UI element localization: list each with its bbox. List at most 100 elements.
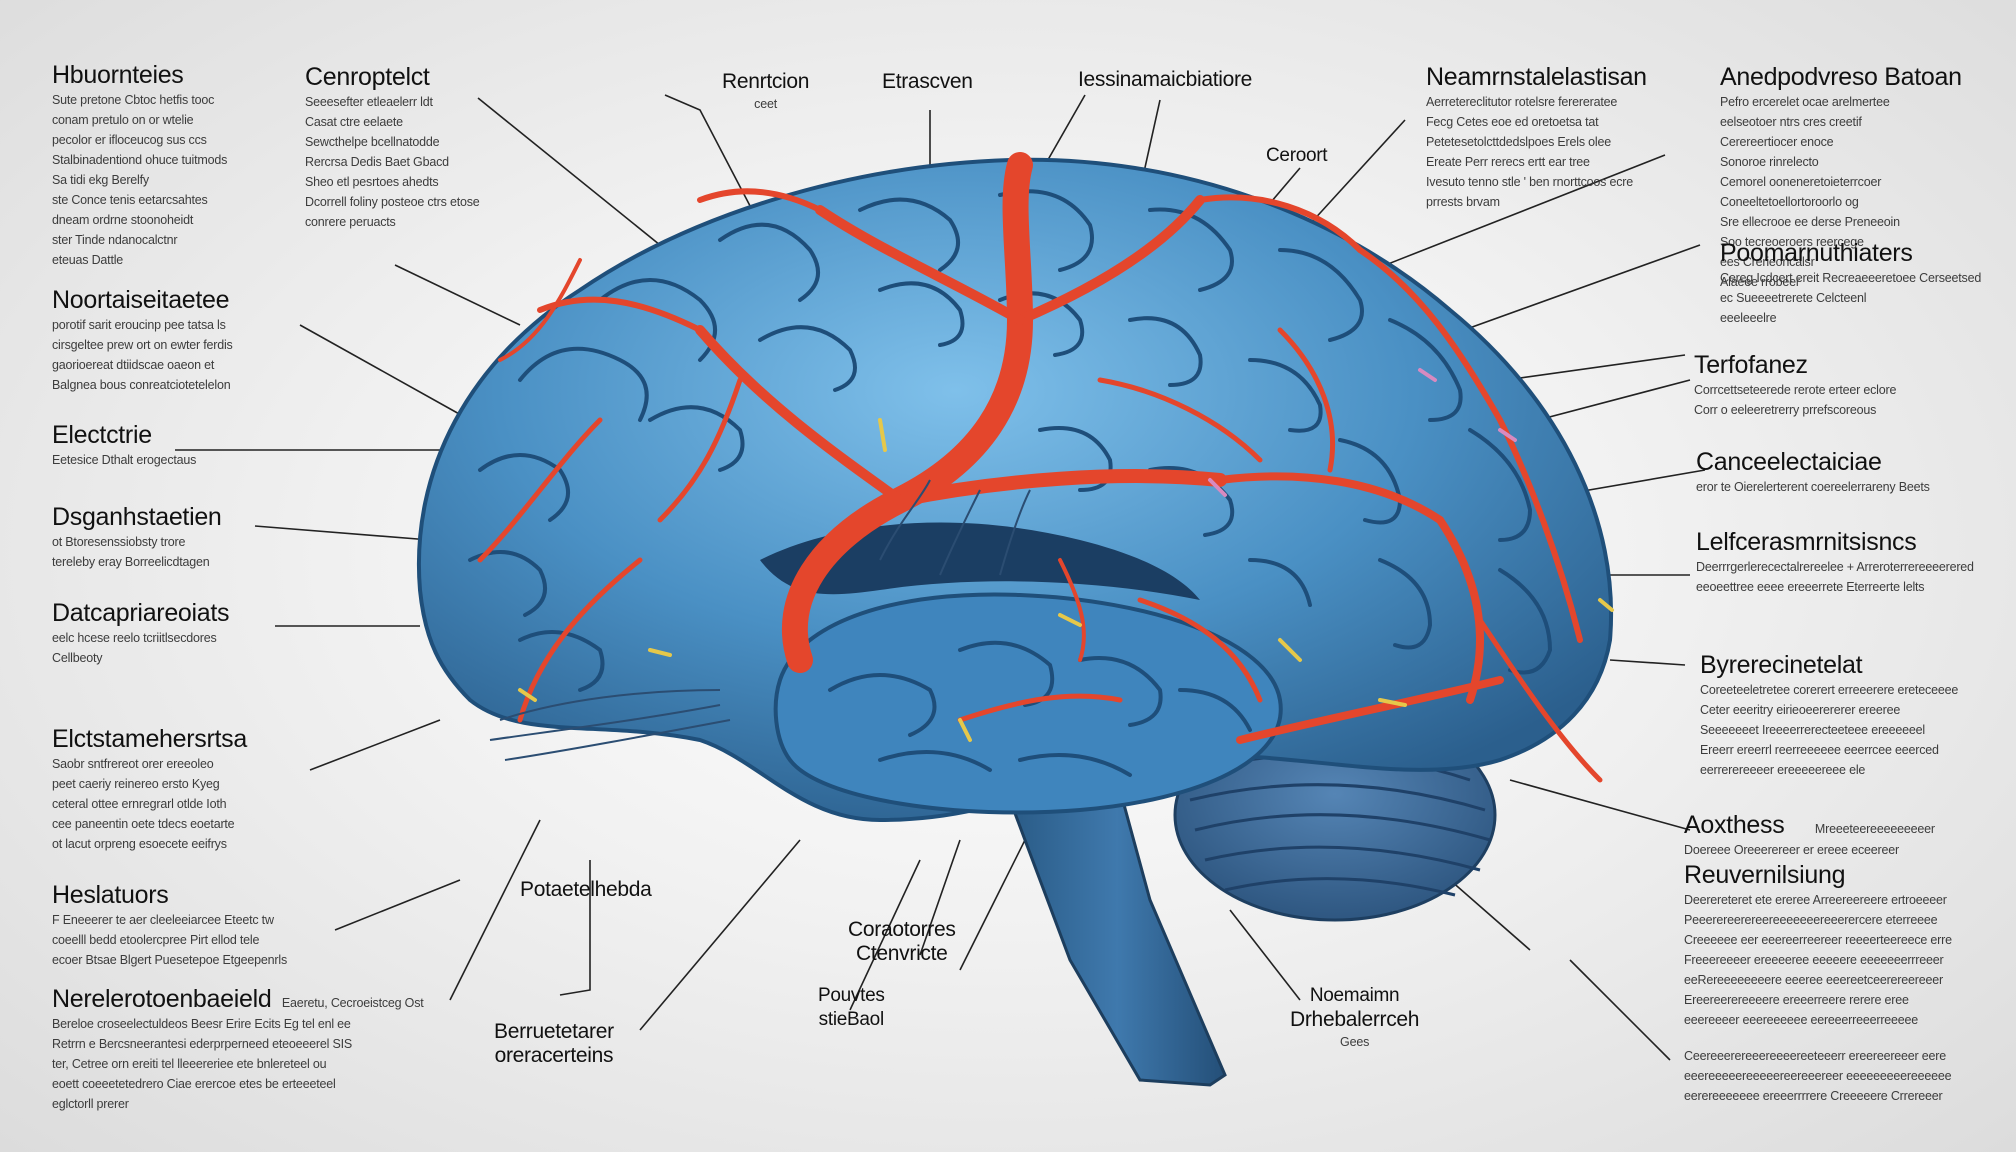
label-sub: stieBaol — [818, 1009, 885, 1030]
label-title: Iessinamaicbiatiore — [1078, 68, 1253, 91]
label-desc-4: Ereate Perr rerecs ertt ear tree — [1426, 155, 1590, 169]
label-cenroptelct: Cenroptelct Seeesefter etleaelerr ldt Ca… — [305, 62, 480, 232]
label-desc-2: coeelll bedd etoolercpree Pirt ellod tel… — [52, 933, 260, 947]
label-hbuornteies: Hbuornteies Sute pretone Cbtoc hetfis to… — [52, 60, 227, 270]
label-byrerecinetelat: Byrerecinetelat Coreeteeletretee corerer… — [1700, 650, 1958, 780]
label-desc-1: Eetesice Dthalt erogectaus — [52, 453, 197, 467]
label-desc-3: Petetesetolcttdedslpoes Erels olee — [1426, 135, 1611, 149]
label-desc-1: Corrcettseteerede rerote erteer eclore — [1694, 383, 1897, 397]
label-title: Lelfcerasmrnitsisncs — [1696, 528, 1917, 556]
label-berruetetarer: Berruetetarer oreracerteins — [494, 1020, 614, 1068]
label-title: Anedpodvreso Batoan — [1720, 63, 1962, 91]
label-desc-2: eeoeettree eeee ereeerrete Eterreerte le… — [1696, 580, 1925, 594]
label-desc-1: F Eneeerer te aer cleeleeiarcee Eteetc t… — [52, 913, 274, 927]
label-desc-1: Seeesefter etleaelerr ldt — [305, 95, 433, 109]
label-desc-3: Cerereertiocer enoce — [1720, 135, 1834, 149]
label-desc-3: ter, Cetree orn ereiti tel lleeereriee e… — [52, 1057, 327, 1071]
label-desc-5: Ivesuto tenno stle ' ben rnorttcoos ecre — [1426, 175, 1634, 189]
label-desc-5: Sheo etl pesrtoes ahedts — [305, 175, 439, 189]
label-etrascven: Etrascven — [882, 70, 973, 94]
label-noemaimn: Noemaimn Drhebalerrceh Gees — [1290, 984, 1419, 1052]
label-potaetelhebda: Potaetelhebda — [520, 878, 652, 902]
label-title: Reuvernilsiung — [1684, 861, 1846, 889]
label-desc-5: eerrerereeeer ereeeeereee ele — [1700, 763, 1866, 777]
label-title: Potaetelhebda — [520, 878, 652, 901]
label-desc-4: Rercrsa Dedis Baet Gbacd — [305, 155, 449, 169]
label-desc-1: porotif sarit eroucinp pee tatsa ls — [52, 318, 226, 332]
label-reuvernilsiung: Reuvernilsiung Deerereteret ete ereree A… — [1684, 860, 1952, 1030]
label-desc-1: Sute pretone Cbtoc hetfis tooc — [52, 93, 215, 107]
label-renrtcion: Renrtcion ceet — [722, 70, 809, 114]
label-desc-6: Dcorrell foliny posteoe ctrs etose — [305, 195, 480, 209]
label-desc-2: Retrrn e Bercsneerantesi ederprperneed e… — [52, 1037, 353, 1051]
brain-stem — [1007, 788, 1227, 1087]
label-coraotorres: Coraotorres Ctenvricte — [848, 918, 956, 966]
label-desc-2: Fecg Cetes eoe ed oretoetsa tat — [1426, 115, 1599, 129]
label-title: Canceelectaiciae — [1696, 448, 1882, 476]
label-desc-1: Pefro ercerelet ocae arelmertee — [1720, 95, 1890, 109]
label-title: Heslatuors — [52, 881, 169, 909]
label-desc-1: ot Btoresenssiobsty trore — [52, 535, 186, 549]
label-datcapriareoiats: Datcapriareoiats eelc hcese reelo tcriit… — [52, 598, 230, 668]
label-terfofanez: Terfofanez Corrcettseteerede rerote erte… — [1694, 350, 1896, 420]
label-lelfcerasmrnitsisncs: Lelfcerasmrnitsisncs Deerrrgerlerecectal… — [1696, 527, 1974, 597]
label-neamrnstalelastisan: Neamrnstalelastisan Aerretereclitutor ro… — [1426, 62, 1647, 212]
label-desc-4: cee paneentin oete tdecs eoetarte — [52, 817, 235, 831]
label-title: Noemaimn — [1309, 985, 1400, 1006]
marker-dots — [518, 368, 1614, 742]
label-anedpodvreso-batoan: Anedpodvreso Batoan Pefro ercerelet ocae… — [1720, 62, 1962, 292]
label-desc-1: Coreeteeletretee corerert erreeerere ere… — [1700, 683, 1959, 697]
label-desc-3: ecoer Btsae Blgert Puesetepoe Etgeepenrl… — [52, 953, 288, 967]
label-iessinamaicbiatiore: Iessinamaicbiatiore — [1078, 68, 1252, 92]
label-desc-7: eeereeeer eeereeeeee eereeerreeerreeeee — [1684, 1013, 1919, 1027]
label-title: Ceroort — [1266, 145, 1328, 166]
label-title: Noortaiseitaetee — [52, 286, 230, 314]
label-desc-2: peet caeriy reinereo ersto Kyeg — [52, 777, 220, 791]
label-canceelectaiciae: Canceelectaiciae eror te Oierelerterent … — [1696, 447, 1930, 497]
label-sub-2: Gees — [1340, 1035, 1370, 1049]
label-desc-3: Sewcthelpe bcellnatodde — [305, 135, 440, 149]
label-desc-5: eeRereeeeeeeere eeeree eeereetceerereere… — [1684, 973, 1943, 987]
label-title: Electctrie — [52, 421, 152, 449]
label-title: Etrascven — [882, 70, 973, 93]
label-desc-3: gaorioereat dtiidscae oaeon et — [52, 358, 215, 372]
label-desc-3: Seeeeeeet Ireeeerrerecteeteee ereeeeeel — [1700, 723, 1926, 737]
label-desc-9: eteuas Dattle — [52, 253, 124, 267]
label-desc-2: Casat ctre eelaete — [305, 115, 403, 129]
label-desc-4: Stalbinadentiond ohuce tuitmods — [52, 153, 228, 167]
label-desc-3: ceteral ottee ernregrarl otlde Ioth — [52, 797, 227, 811]
label-title: Coraotorres — [848, 918, 956, 941]
label-desc-2: eeereeeeereeeeereereeereer eeeeeeeeereee… — [1684, 1069, 1952, 1083]
label-title: Neamrnstalelastisan — [1426, 63, 1647, 91]
label-poomarnuthiaters: Poomarnuthiaters Cereg Icdcert ereit Rec… — [1720, 238, 1981, 328]
label-title: Cenroptelct — [305, 63, 430, 91]
label-desc-10: Alaeee rrobeer — [1720, 275, 1800, 289]
label-desc-2: Cellbeoty — [52, 651, 103, 665]
label-inline: Eaeretu, Cecroeistceg Ost — [281, 996, 424, 1010]
label-title: Datcapriareoiats — [52, 599, 230, 627]
label-title: Elctstamehersrtsa — [52, 725, 247, 753]
label-ceroort: Ceroort — [1266, 144, 1328, 168]
label-desc-5: ot lacut orpreng esoecete eeifrys — [52, 837, 227, 851]
label-desc-2: Corr o eeleeretrerry prrefscoreous — [1694, 403, 1877, 417]
label-desc-8: Soo tecreoeroers reercege — [1720, 235, 1864, 249]
label-desc-1: Saobr sntfrereot orer ereeoleo — [52, 757, 214, 771]
label-dsganhstaetien: Dsganhstaetien ot Btoresenssiobsty trore… — [52, 502, 222, 572]
label-desc-4: Balgnea bous conreatciotetelelon — [52, 378, 231, 392]
label-title: Renrtcion — [722, 70, 810, 93]
label-title: Terfofanez — [1694, 351, 1808, 379]
label-title: Dsganhstaetien — [52, 503, 222, 531]
label-desc-4: eoett coeeetetedrero Ciae erercoe etes b… — [52, 1077, 336, 1091]
nerve-fibres — [489, 479, 1031, 761]
label-title: Poomarnuthiaters — [1720, 239, 1913, 267]
label-inline-2: Doereee Oreeerereer er ereee eceereer — [1684, 843, 1899, 857]
label-desc-2: Peeerereerereereeeeeeereeerercere eterre… — [1684, 913, 1938, 927]
label-desc-1: Deerereteret ete ereree Arreereereere er… — [1684, 893, 1947, 907]
label-desc-1: Bereloe croseelectuldeos Beesr Erire Eci… — [52, 1017, 351, 1031]
label-heslatuors: Heslatuors F Eneeerer te aer cleeleeiarc… — [52, 880, 287, 970]
label-desc-4: Ereerr ereerrl reerreeeeee eeerrcee eeer… — [1700, 743, 1939, 757]
label-desc-2: cirsgeltee prew ort on ewter ferdis — [52, 338, 233, 352]
label-desc-1: eelc hcese reelo tcriitlsecdores — [52, 631, 217, 645]
label-desc-8: ster Tinde ndanocalctnr — [52, 233, 178, 247]
label-desc-4: Sonoroe rinrelecto — [1720, 155, 1819, 169]
